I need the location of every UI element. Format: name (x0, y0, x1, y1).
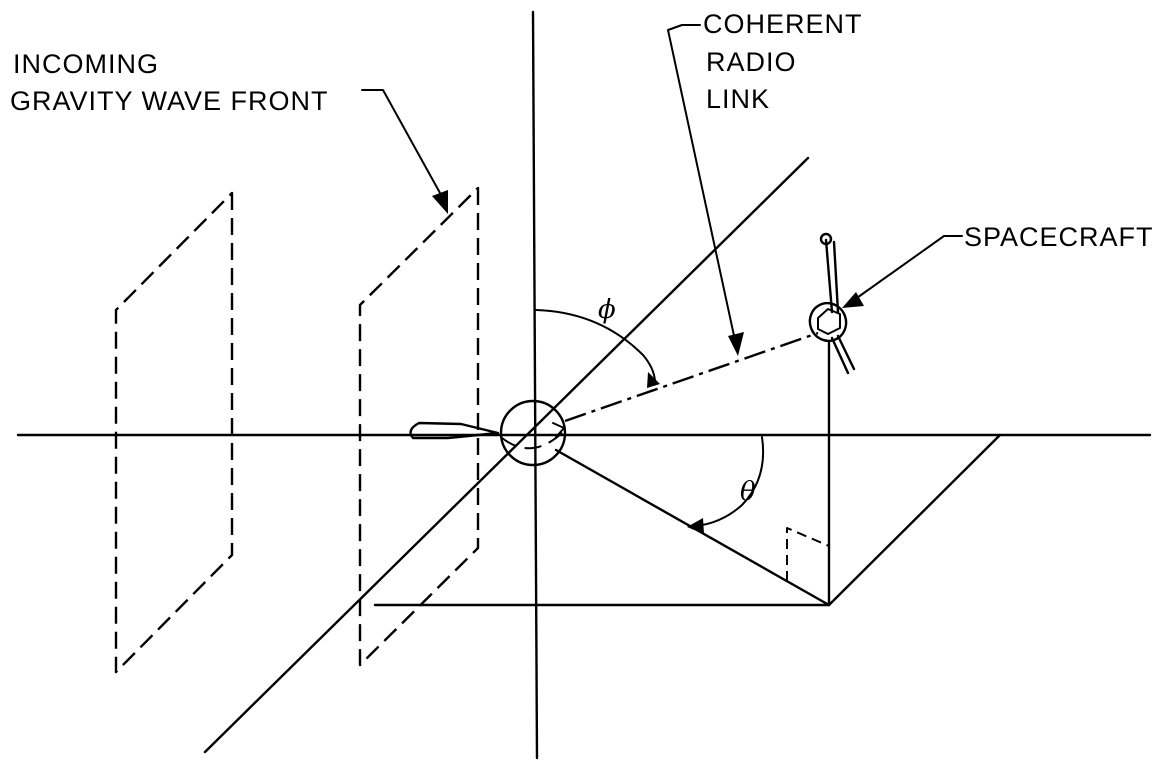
depth-axis (203, 156, 810, 754)
theta-arc (695, 436, 765, 527)
label-coherent-line3: LINK (706, 84, 770, 114)
earth (499, 399, 567, 467)
phi-label: ϕ (598, 295, 616, 325)
radio-link-arrowhead (728, 332, 744, 356)
label-incoming-line2: GRAVITY WAVE FRONT (10, 86, 329, 116)
spacecraft-icon (808, 232, 856, 375)
ground-station-pointer (409, 421, 500, 440)
wave-front-arrowhead (432, 190, 448, 214)
phi-arc (535, 309, 656, 382)
theta-label: θ (740, 477, 756, 507)
wave-front-leader (361, 89, 446, 203)
ground-station-pointer-line (447, 432, 499, 439)
spacecraft-leader (853, 235, 963, 301)
label-coherent-line1: COHERENT (703, 9, 863, 39)
radio-link-line (564, 331, 819, 423)
plane-right-diagonal (827, 433, 1002, 607)
label-incoming-line1: INCOMING (13, 49, 159, 79)
right-angle-marker (786, 527, 830, 581)
earth-antenna (552, 422, 565, 438)
theta-arrowhead (687, 518, 704, 534)
radio-link-leader (667, 24, 737, 346)
wave-front-plane-left (114, 191, 234, 674)
spacecraft-arrowhead (842, 292, 864, 308)
vertical-axis (531, 10, 539, 760)
wave-front-plane-right (358, 186, 480, 667)
earth-equator (501, 429, 566, 450)
label-spacecraft: SPACECRAFT (964, 222, 1154, 252)
phi-arrowhead (647, 372, 660, 388)
label-coherent-line2: RADIO (706, 47, 797, 77)
